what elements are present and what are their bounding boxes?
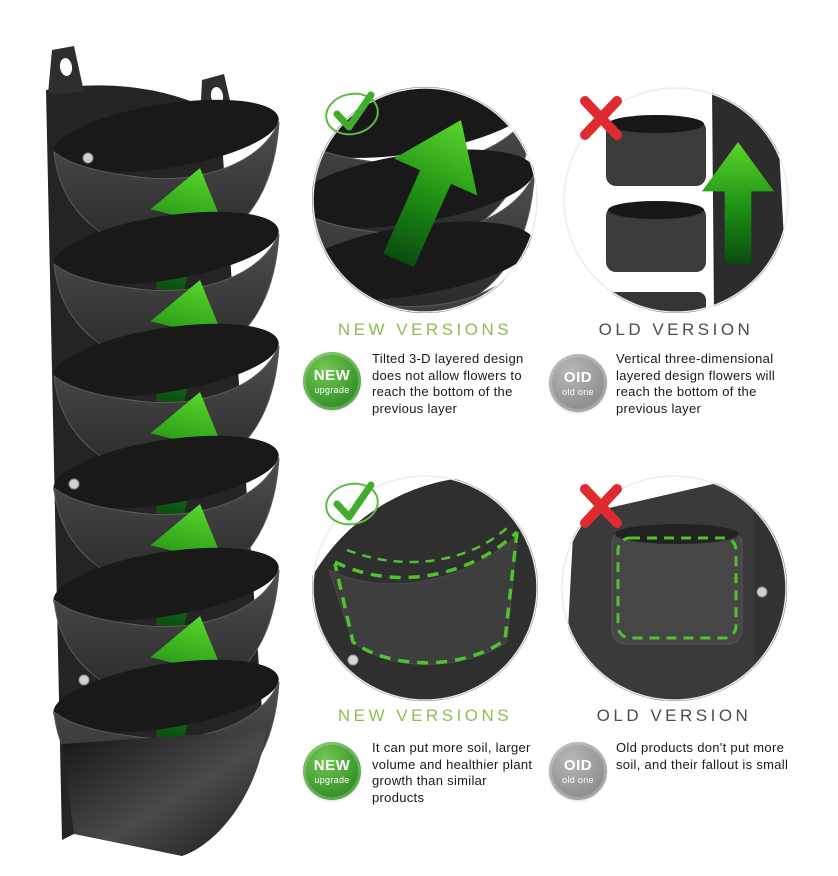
old-one-badge: OID old one bbox=[549, 354, 607, 412]
new-description-text: Tilted 3-D layered design does not allow… bbox=[372, 351, 524, 416]
badge-text-secondary: upgrade bbox=[314, 384, 350, 395]
badge-text-secondary: old one bbox=[562, 774, 594, 785]
dashed-outline bbox=[333, 531, 519, 665]
new-version-heading: NEW VERSIONS bbox=[337, 706, 513, 725]
new-upgrade-badge: NEW upgrade bbox=[303, 352, 361, 410]
new-upgrade-badge: NEW upgrade bbox=[303, 742, 361, 800]
check-icon bbox=[324, 88, 382, 136]
check-icon bbox=[324, 478, 382, 526]
dashed-outline bbox=[616, 536, 738, 640]
old-one-badge: OID old one bbox=[549, 742, 607, 800]
hanging-loop-icon bbox=[48, 46, 84, 94]
old-description-text: Vertical three-dimensional layered desig… bbox=[616, 351, 776, 416]
x-icon bbox=[576, 480, 626, 530]
old-version-heading: OLD VERSION bbox=[596, 706, 752, 725]
dashed-outline bbox=[334, 530, 519, 580]
x-icon bbox=[576, 92, 626, 142]
planter-bottom-fold bbox=[62, 730, 266, 856]
badge-text-secondary: old one bbox=[562, 386, 594, 397]
inset-new-big-pocket bbox=[312, 475, 538, 701]
product-photo-planter bbox=[46, 46, 285, 856]
snap-grommet-icon bbox=[82, 152, 94, 164]
old-description-text: Old products don't put more soil, and th… bbox=[616, 740, 789, 772]
badge-text-primary: OID bbox=[563, 368, 593, 386]
snap-grommet-icon bbox=[78, 674, 90, 686]
old-version-heading: OLD VERSION bbox=[598, 320, 754, 339]
badge-text-primary: NEW bbox=[313, 756, 351, 774]
badge-text-primary: NEW bbox=[313, 366, 351, 384]
dashed-outline bbox=[346, 523, 512, 564]
snap-grommet-icon bbox=[347, 654, 359, 666]
badge-text-secondary: upgrade bbox=[314, 774, 350, 785]
new-version-heading: NEW VERSIONS bbox=[337, 320, 513, 339]
badge-text-primary: OID bbox=[563, 756, 593, 774]
snap-grommet-icon bbox=[756, 586, 768, 598]
snap-grommet-icon bbox=[68, 478, 80, 490]
inset-old-small-pocket bbox=[561, 475, 787, 701]
new-description-text: It can put more soil, larger volume and … bbox=[372, 740, 533, 805]
